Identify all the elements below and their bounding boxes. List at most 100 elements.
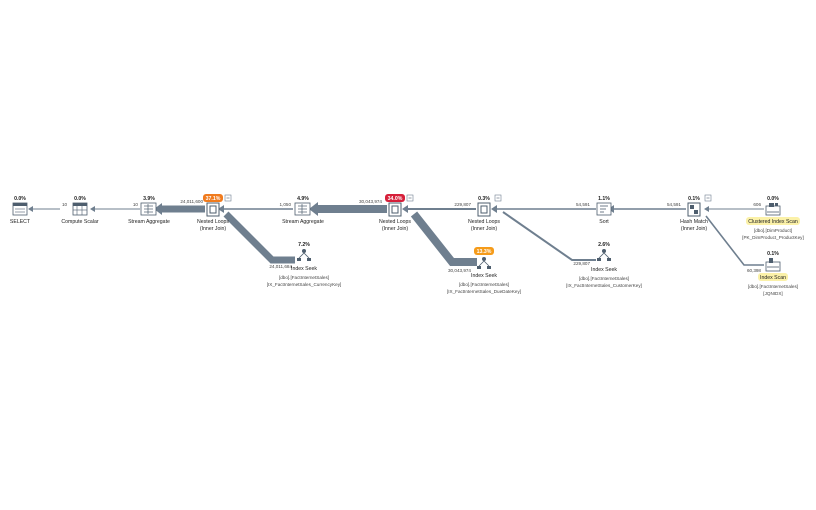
index-seek-icon xyxy=(597,249,611,261)
rows-seek-duedate-nl2: 30,043,974 xyxy=(448,268,471,273)
sub1-clustered-index-scan: [dbo].[DimProduct] xyxy=(754,228,792,233)
node-stream-aggregate-1[interactable]: 3.9% Stream Aggregate xyxy=(128,196,170,225)
sub1-index-seek-customer: [dbo].[FactInternetSales] xyxy=(579,276,629,281)
rows-nl1-stream1: 24,011,600 xyxy=(180,199,203,204)
cost-nested-loops-2: 34.0% xyxy=(388,196,403,202)
name-index-seek-duedate: Index Seek xyxy=(471,273,497,279)
cost-nested-loops-3: 0.3% xyxy=(478,196,490,202)
name-clustered-index-scan: Clustered Index Scan xyxy=(748,219,798,225)
name-index-scan: Index Scan xyxy=(760,275,786,281)
sub1-index-scan: [dbo].[FactInternetSales] xyxy=(748,284,798,289)
rows-nl2-stream2: 30,043,974 xyxy=(359,199,382,204)
arrow-head-compute xyxy=(90,206,95,212)
cost-select: 0.0% xyxy=(14,196,26,202)
cost-badge-nested-loops-2: 34.0% xyxy=(385,194,405,202)
arrow-head-stream2 xyxy=(309,202,318,216)
arrow-head-nl1 xyxy=(218,205,224,213)
node-compute-scalar[interactable]: 0.0% Compute Scalar xyxy=(61,196,98,225)
hash-match-icon xyxy=(687,202,701,217)
name-select: SELECT xyxy=(10,219,31,225)
cost-hash-match: 0.1% xyxy=(688,196,700,202)
sub2-index-scan: [JQNIDX] xyxy=(763,291,782,296)
highlight-index-scan xyxy=(758,273,788,281)
nested-loops-icon xyxy=(206,202,220,217)
sub2-index-seek-duedate: [IX_FactInternetSales_DueDateKey] xyxy=(447,289,521,294)
collapse-toggle-nl1[interactable] xyxy=(224,194,232,202)
arrow-head-hash xyxy=(704,206,709,212)
name-index-seek-currency: Index Seek xyxy=(291,266,317,272)
arrow-heads xyxy=(28,202,709,216)
nested-loops-icon xyxy=(388,202,402,217)
node-index-seek-duedate[interactable]: 13.3% Index Seek [dbo].[FactInternetSale… xyxy=(447,247,521,294)
edge-seek-duedate-nl2[interactable] xyxy=(410,211,477,266)
select-icon xyxy=(12,202,28,216)
rows-iscan-hash: 60,398 xyxy=(747,268,761,273)
sub-nested-loops-2: (Inner Join) xyxy=(382,226,409,232)
arrow-head-nl2 xyxy=(402,205,408,213)
arrow-head-nl3 xyxy=(491,205,497,213)
cost-index-scan: 0.1% xyxy=(767,251,779,257)
node-index-seek-customer[interactable]: 2.6% Index Seek [dbo].[FactInternetSales… xyxy=(566,242,642,288)
name-nested-loops-1: Nested Loops xyxy=(197,219,229,225)
clustered-index-scan-icon xyxy=(765,203,781,216)
cost-index-seek-currency: 7.2% xyxy=(298,242,310,248)
plan-edges xyxy=(33,205,764,266)
sub-hash-match: (Inner Join) xyxy=(681,226,708,232)
compute-scalar-icon xyxy=(72,202,88,216)
cost-stream-aggregate-2: 4.9% xyxy=(297,196,309,202)
node-sort[interactable]: 1.1% Sort xyxy=(596,196,612,225)
name-stream-aggregate-2: Stream Aggregate xyxy=(282,219,324,225)
collapse-toggle-nl2[interactable] xyxy=(406,194,414,202)
sub1-index-seek-currency: [dbo].[FactInternetSales] xyxy=(279,275,329,280)
cost-clustered-index-scan: 0.0% xyxy=(767,196,779,202)
node-clustered-index-scan[interactable]: 0.0% Clustered Index Scan [dbo].[DimProd… xyxy=(742,196,804,240)
node-nested-loops-1[interactable]: 37.1% Nested Loops (Inner Join) xyxy=(197,194,232,232)
rows-cis-hash: 606 xyxy=(753,202,761,207)
index-scan-icon xyxy=(765,258,781,272)
cost-index-seek-duedate: 13.3% xyxy=(477,249,492,255)
name-index-seek-customer: Index Seek xyxy=(591,267,617,273)
stream-aggregate-icon xyxy=(140,202,157,216)
node-index-scan[interactable]: 0.1% Index Scan [dbo].[FactInternetSales… xyxy=(748,251,798,296)
rows-stream2-nl1: 1,050 xyxy=(280,202,292,207)
edge-iscan-hash[interactable] xyxy=(705,215,764,266)
index-seek-icon xyxy=(297,249,311,261)
collapse-toggle-nl3[interactable] xyxy=(494,194,502,202)
cost-stream-aggregate-1: 3.9% xyxy=(143,196,155,202)
sort-icon xyxy=(596,202,612,216)
name-compute-scalar: Compute Scalar xyxy=(61,219,98,225)
name-sort: Sort xyxy=(599,219,609,225)
arrow-head-select xyxy=(28,206,33,212)
cost-index-seek-customer: 2.6% xyxy=(598,242,610,248)
sub-nested-loops-1: (Inner Join) xyxy=(200,226,227,232)
sub2-index-seek-currency: [IX_FactInternetSales_CurrencyKey] xyxy=(267,282,342,287)
name-hash-match: Hash Match xyxy=(680,219,708,225)
node-index-seek-currency[interactable]: 7.2% Index Seek [dbo].[FactInternetSales… xyxy=(267,242,342,287)
edge-seek-customer-nl3[interactable] xyxy=(502,211,596,261)
node-nested-loops-3[interactable]: 0.3% Nested Loops (Inner Join) xyxy=(468,194,502,232)
rows-seek-currency-nl1: 24,011,684 xyxy=(269,264,292,269)
index-seek-icon xyxy=(477,257,491,269)
cost-badge-nested-loops-1: 37.1% xyxy=(203,194,223,202)
cost-nested-loops-1: 37.1% xyxy=(206,196,221,202)
sub2-clustered-index-scan: [PK_DimProduct_ProductKey] xyxy=(742,235,804,240)
name-nested-loops-2: Nested Loops xyxy=(379,219,411,225)
stream-aggregate-icon xyxy=(294,202,311,216)
node-nested-loops-2[interactable]: 34.0% Nested Loops (Inner Join) xyxy=(379,194,414,232)
node-hash-match[interactable]: 0.1% Hash Match (Inner Join) xyxy=(680,194,712,232)
highlight-clustered-index-scan xyxy=(746,217,800,225)
cost-sort: 1.1% xyxy=(598,196,610,202)
sub-nested-loops-3: (Inner Join) xyxy=(471,226,498,232)
rows-stream1-compute: 10 xyxy=(133,202,139,207)
arrow-head-stream1 xyxy=(154,203,162,215)
collapse-toggle-hash[interactable] xyxy=(704,194,712,202)
nested-loops-icon xyxy=(477,202,491,217)
name-stream-aggregate-1: Stream Aggregate xyxy=(128,219,170,225)
node-stream-aggregate-2[interactable]: 4.9% Stream Aggregate xyxy=(282,196,324,225)
rows-sort-nl3: 54,591 xyxy=(576,202,590,207)
node-select[interactable]: 0.0% SELECT xyxy=(10,196,31,225)
edge-seek-currency-nl1[interactable] xyxy=(223,211,295,264)
rows-nl3-nl2: 229,807 xyxy=(454,202,471,207)
rows-seek-customer-nl3: 229,807 xyxy=(573,261,590,266)
edge-labels: 10 10 24,011,600 1,050 30,043,974 229,80… xyxy=(62,199,761,273)
